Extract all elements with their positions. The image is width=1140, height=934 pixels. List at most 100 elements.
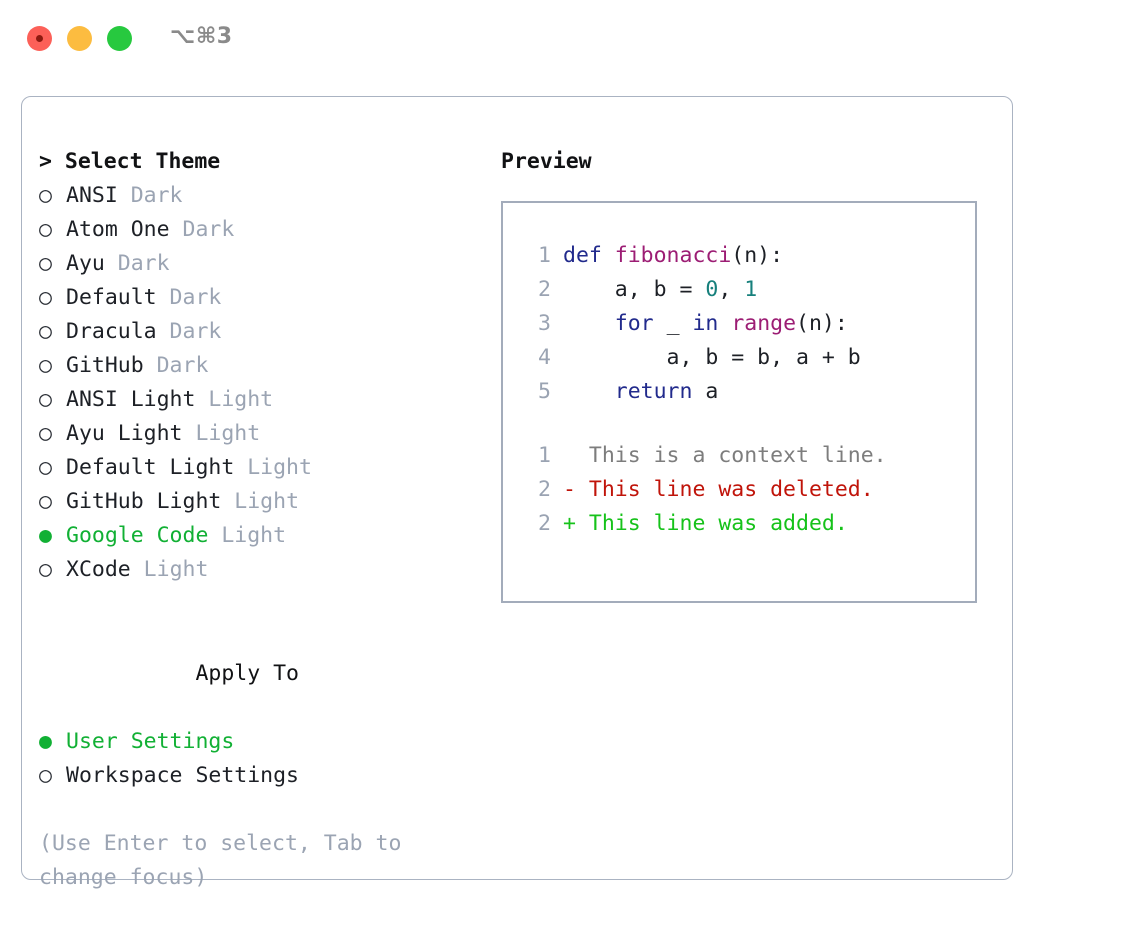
maximize-button[interactable] (107, 26, 132, 51)
diff-text: This line was deleted. (575, 477, 874, 502)
apply-to-option-label: Workspace Settings (66, 763, 299, 788)
theme-variant-badge: Dark (117, 183, 183, 208)
code-line: 4 a, b = b, a + b (503, 341, 975, 375)
radio-unselected-icon: ○ (39, 421, 52, 446)
diff-sign: - (563, 477, 576, 502)
code-token-pl (563, 311, 615, 336)
theme-variant-badge: Light (234, 455, 312, 480)
code-token-pl: (n): (796, 311, 848, 336)
theme-option-dracula[interactable]: ○ Dracula Dark (39, 315, 479, 349)
theme-option-label: GitHub Light (66, 489, 222, 514)
theme-option-label: GitHub (66, 353, 144, 378)
radio-unselected-icon: ○ (39, 217, 52, 242)
preview-spacer (503, 409, 975, 439)
theme-variant-badge: Dark (156, 319, 222, 344)
line-number: 1 (538, 443, 551, 468)
code-token-num: 0 (705, 277, 719, 302)
code-token-fn: fibonacci (614, 243, 732, 268)
theme-variant-badge: Dark (104, 251, 170, 276)
theme-option-label: Default (66, 285, 157, 310)
theme-option-ayu-light[interactable]: ○Ayu Light Light (39, 417, 479, 451)
theme-variant-badge: Light (208, 523, 287, 548)
theme-option-ayu[interactable]: ○ Ayu Dark (39, 247, 479, 281)
minimize-button[interactable] (67, 26, 92, 51)
diff-line: 2- This line was deleted. (503, 473, 975, 507)
code-token-kw: for (614, 311, 654, 336)
line-number: 5 (538, 379, 551, 404)
apply-to-option-user-settings[interactable]: ● User Settings (39, 725, 479, 759)
apply-to-group: Apply To ● User Settings ○ Workspace Settin… (39, 623, 479, 793)
close-button[interactable] (27, 26, 52, 51)
theme-variant-badge: Light (195, 387, 274, 412)
diff-sign (563, 443, 576, 468)
theme-option-xcode[interactable]: ○XCode Light (39, 553, 479, 587)
line-number: 4 (538, 345, 551, 370)
radio-unselected-icon: ○ (39, 489, 52, 514)
theme-option-label: Ayu (66, 251, 105, 276)
theme-option-github-light[interactable]: ○ GitHub Light Light (39, 485, 479, 519)
apply-to-option-label: User Settings (66, 729, 235, 754)
line-number: 3 (538, 311, 551, 336)
radio-unselected-icon: ○ (39, 763, 52, 788)
code-token-fn: range (731, 311, 797, 336)
code-token-num: 1 (744, 277, 758, 302)
apply-to-option-workspace-settings[interactable]: ○ Workspace Settings (39, 759, 479, 793)
radio-unselected-icon: ○ (39, 251, 52, 276)
theme-option-ansi[interactable]: ○ANSI Dark (39, 179, 479, 213)
diff-text: This is a context line. (575, 443, 887, 468)
theme-option-default-light[interactable]: ○Default Light Light (39, 451, 479, 485)
code-token-pl: a, b = b, a + b (563, 345, 861, 370)
code-line: 5 return a (503, 375, 975, 409)
radio-unselected-icon: ○ (39, 557, 52, 582)
diff-line: 1 This is a context line. (503, 439, 975, 473)
theme-variant-badge: Light (130, 557, 209, 582)
apply-to-header: Apply To (39, 623, 479, 725)
theme-option-label: Dracula (66, 319, 157, 344)
diff-sign: + (563, 511, 576, 536)
keyboard-shortcut-label: ⌥⌘3 (170, 24, 233, 49)
theme-list: ○ANSI Dark○Atom One Dark○Ayu Dark○Defaul… (39, 179, 479, 587)
radio-unselected-icon: ○ (39, 319, 52, 344)
theme-variant-badge: Light (221, 489, 300, 514)
theme-option-label: ANSI Light (66, 387, 196, 412)
title-bar: ⌥⌘3 (0, 0, 1140, 78)
theme-variant-badge: Dark (169, 217, 235, 242)
radio-unselected-icon: ○ (39, 285, 52, 310)
line-number: 2 (538, 277, 551, 302)
theme-option-default[interactable]: ○ Default Dark (39, 281, 479, 315)
code-token-pl: (n): (731, 243, 784, 268)
code-token-kw: in (692, 311, 719, 336)
apply-to-header-label: Apply To (195, 661, 300, 686)
theme-option-label: Atom One (66, 217, 170, 242)
dialog-card: > Select Theme ○ANSI Dark○Atom One Dark○… (21, 96, 1013, 890)
code-token-kw: return (614, 379, 693, 404)
radio-unselected-icon: ○ (39, 455, 52, 480)
select-theme-header: > Select Theme (39, 149, 221, 174)
diff-line: 2+ This line was added. (503, 507, 975, 541)
theme-picker-panel: > Select Theme ○ANSI Dark○Atom One Dark○… (39, 145, 479, 895)
keyboard-hint: (Use Enter to select, Tab to change focu… (39, 831, 402, 890)
line-number: 2 (538, 477, 551, 502)
preview-title: Preview (501, 149, 592, 174)
theme-option-atom-one[interactable]: ○ Atom One Dark (39, 213, 479, 247)
line-number: 1 (538, 243, 551, 268)
radio-selected-icon: ● (39, 729, 52, 754)
theme-option-github[interactable]: ○GitHub Dark (39, 349, 479, 383)
code-token-pl (718, 311, 731, 336)
diff-text: This line was added. (575, 511, 848, 536)
theme-option-google-code[interactable]: ●Google Code Light (39, 519, 479, 553)
theme-option-ansi-light[interactable]: ○ ANSI Light Light (39, 383, 479, 417)
radio-selected-icon: ● (39, 523, 52, 548)
diff-sample: 1 This is a context line.2- This line wa… (503, 439, 975, 541)
code-token-kw: def (563, 243, 615, 268)
theme-variant-badge: Light (182, 421, 261, 446)
code-token-pl (563, 379, 615, 404)
theme-variant-badge: Dark (156, 285, 222, 310)
code-line: 1 def fibonacci(n): (503, 239, 975, 273)
radio-unselected-icon: ○ (39, 387, 52, 412)
theme-option-label: ANSI (66, 183, 118, 208)
code-line: 2 a, b = 0, 1 (503, 273, 975, 307)
